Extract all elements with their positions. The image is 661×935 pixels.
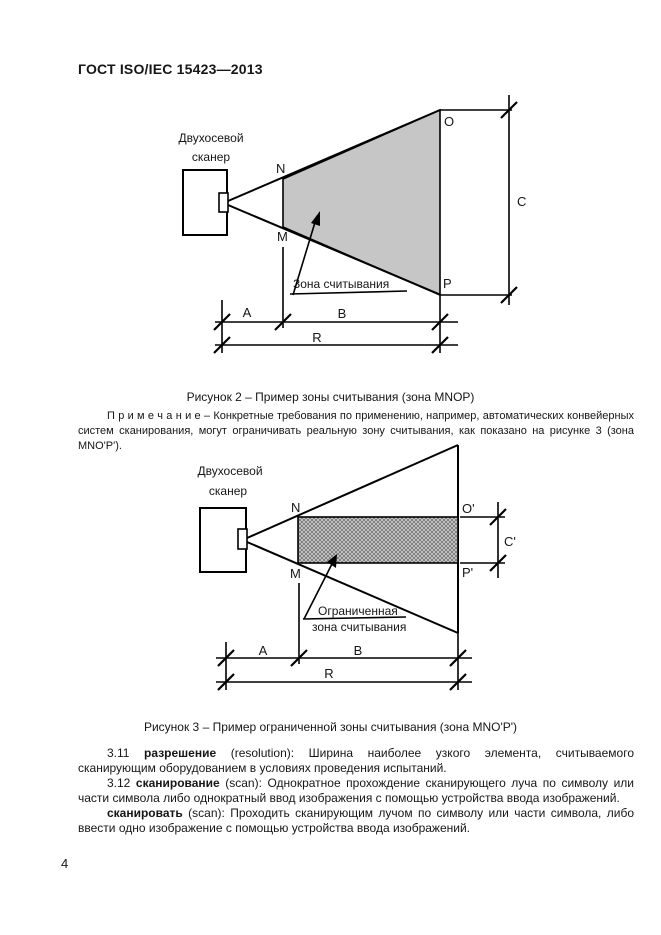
figure2-zone-arrowhead — [311, 211, 320, 226]
figure2-scanner-label-line2: сканер — [192, 150, 230, 164]
term-3-12-verb: сканировать (scan): Проходить сканирующи… — [78, 806, 634, 836]
figure3-tick — [489, 508, 507, 526]
term-word: разрешение — [144, 746, 217, 760]
figure2-point-n: N — [276, 161, 285, 176]
figure2-dim-r-label: R — [312, 330, 321, 345]
definitions-section: 3.11 разрешение (resolution): Ширина наи… — [78, 746, 634, 836]
figure3-point-o: O' — [462, 501, 475, 516]
figure3-tick — [449, 649, 467, 667]
figure3-beam-bottom — [246, 541, 459, 634]
figure2-tick — [500, 286, 518, 304]
figure2-dim-c-label: C — [517, 194, 526, 209]
figure2-caption: Рисунок 2 – Пример зоны считывания (зона… — [186, 390, 475, 404]
note-text: – Конкретные требования по применению, н… — [78, 410, 635, 452]
figure2-point-p: P — [443, 276, 452, 291]
figure3-diagram: Двухосевой сканер N M O' P' C' Ограничен… — [197, 444, 516, 691]
figure3-point-m: M — [290, 566, 301, 581]
figure3-tick — [449, 673, 467, 691]
figure2-diagram: Двухосевой сканер C N O M P Зона считыва… — [178, 95, 526, 354]
figure2-tick — [213, 336, 231, 354]
term-number: 3.11 — [107, 746, 130, 760]
figure2-point-o: O — [444, 114, 454, 129]
figure3-dim-r-label: R — [324, 666, 333, 681]
figure2-tick — [500, 101, 518, 119]
page-header: ГОСТ ISO/IEC 15423—2013 — [78, 61, 263, 77]
figure3-zone-label-line1: Ограниченная — [318, 604, 398, 618]
figure3-scanner-lens — [237, 528, 248, 550]
term-definition: (resolution): Ширина наиболее узкого эле… — [78, 746, 634, 775]
figure2-scanner-lens — [218, 192, 229, 213]
term-3-11: 3.11 разрешение (resolution): Ширина наи… — [78, 746, 634, 776]
figure2-point-m: M — [277, 229, 288, 244]
figure3-dim-c-label: C' — [504, 534, 516, 549]
figure3-restricted-zone — [297, 516, 459, 564]
term-definition: (scan): Проходить сканирующим лучом по с… — [78, 806, 634, 835]
figure3-dim-b-label: B — [354, 643, 363, 658]
figure3-beam-top — [246, 444, 459, 539]
page-number: 4 — [61, 856, 69, 871]
figure3-caption: Рисунок 3 – Пример ограниченной зоны счи… — [143, 720, 518, 734]
term-definition: (scan): Однократное прохождение сканирую… — [78, 776, 634, 805]
figure3-scanner-label-line2: сканер — [209, 484, 247, 498]
figure3-point-p: P' — [462, 565, 473, 580]
figure3-scanner-label-line1: Двухосевой — [197, 464, 262, 478]
figure3-zone-underline — [302, 616, 407, 620]
figure3-tick — [217, 673, 235, 691]
figure3-zone-arrow-line — [303, 559, 335, 620]
term-3-12: 3.12 сканирование (scan): Однократное пр… — [78, 776, 634, 806]
note-label: П р и м е ч а н и е — [107, 410, 201, 422]
figure2-tick — [431, 336, 449, 354]
figure3-tick — [489, 554, 507, 572]
figure2-zone-arrow-line — [292, 218, 317, 296]
term-word: сканировать — [107, 806, 183, 820]
figure3-zone-arrowhead — [327, 554, 337, 568]
note-paragraph: П р и м е ч а н и е – Конкретные требова… — [78, 409, 634, 454]
term-word: сканирование — [135, 776, 220, 790]
figure2-dim-a-label: A — [243, 305, 252, 320]
figure2-reading-zone — [282, 108, 441, 297]
figure2-scanner-label-line1: Двухосевой — [178, 131, 243, 145]
figure2-tick — [431, 313, 449, 331]
figure2-zone-underline — [289, 290, 408, 295]
figure3-zone-label-line2: зона считывания — [312, 620, 406, 634]
figure2-zone-label: Зона считывания — [293, 277, 389, 291]
figure3-tick — [290, 649, 308, 667]
figure3-dim-a-label: A — [259, 643, 268, 658]
figure3-tick — [217, 649, 235, 667]
figure2-beam-top — [227, 109, 441, 202]
figure2-beam-bottom — [227, 204, 442, 296]
figure3-point-n: N — [291, 500, 300, 515]
figure2-tick — [274, 313, 292, 331]
figure2-dim-b-label: B — [338, 306, 347, 321]
figure2-tick — [213, 313, 231, 331]
term-number: 3.12 — [107, 776, 131, 790]
